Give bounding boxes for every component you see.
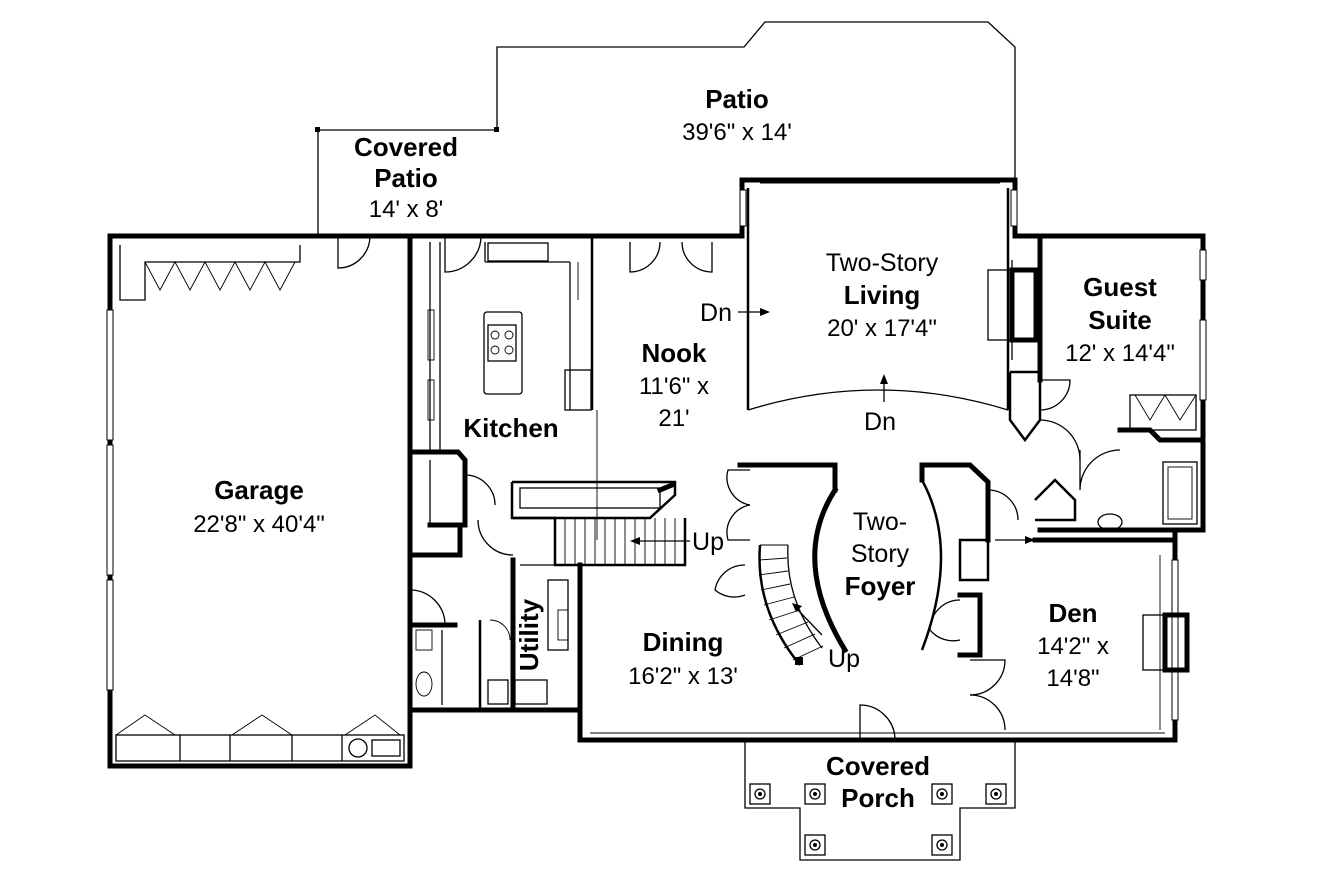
living-dims: 20' x 17'4" bbox=[827, 315, 937, 342]
up-label-straight-stair: Up bbox=[692, 528, 724, 556]
nook-dims-2: 21' bbox=[658, 405, 689, 432]
straight-stair bbox=[510, 480, 690, 567]
den-name: Den bbox=[1048, 598, 1097, 628]
kitchen-name: Kitchen bbox=[463, 413, 558, 443]
up-label-curved-stair: Up bbox=[828, 645, 860, 673]
dining-name: Dining bbox=[643, 627, 724, 657]
guest-suite bbox=[1008, 233, 1206, 533]
utility-area bbox=[407, 449, 575, 713]
covered-porch-name-2: Porch bbox=[841, 783, 915, 813]
living-name: Living bbox=[844, 280, 921, 310]
foyer-name: Foyer bbox=[845, 571, 916, 601]
den-dims-2: 14'8" bbox=[1046, 665, 1099, 692]
dn-arrows bbox=[738, 308, 888, 402]
covered-porch bbox=[744, 740, 1016, 861]
utility-name: Utility bbox=[514, 598, 544, 671]
guest-suite-dims: 12' x 14'4" bbox=[1065, 340, 1175, 367]
room-labels: Patio 39'6" x 14' Covered Patio 14' x 8'… bbox=[193, 84, 1175, 813]
garage-name: Garage bbox=[214, 475, 304, 505]
garage-dims: 22'8" x 40'4" bbox=[193, 511, 325, 538]
covered-patio-dims: 14' x 8' bbox=[369, 196, 444, 223]
dn-label-living-side: Dn bbox=[700, 299, 732, 327]
covered-porch-name-1: Covered bbox=[826, 751, 930, 781]
den-dims-1: 14'2" x bbox=[1037, 633, 1109, 660]
house-walls bbox=[407, 177, 1207, 769]
patio-outline bbox=[315, 21, 1016, 236]
dining-dims: 16'2" x 13' bbox=[628, 663, 738, 690]
foyer-prefix-2: Story bbox=[851, 540, 910, 568]
living-room bbox=[746, 188, 1039, 411]
patio-dims: 39'6" x 14' bbox=[682, 119, 792, 146]
foyer-den-walls bbox=[859, 462, 1190, 741]
covered-patio-name-1: Covered bbox=[354, 132, 458, 162]
guest-suite-name-1: Guest bbox=[1083, 272, 1157, 302]
covered-patio-name-2: Patio bbox=[374, 163, 438, 193]
foyer-prefix-1: Two- bbox=[853, 508, 907, 536]
nook-name: Nook bbox=[642, 338, 708, 368]
curved-stair bbox=[714, 462, 849, 666]
guest-suite-name-2: Suite bbox=[1088, 305, 1152, 335]
patio-name: Patio bbox=[705, 84, 769, 114]
kitchen-area bbox=[427, 235, 594, 450]
dn-label-living-bottom: Dn bbox=[864, 408, 896, 436]
nook-dims-1: 11'6" x bbox=[639, 373, 709, 400]
living-prefix: Two-Story bbox=[826, 249, 939, 277]
